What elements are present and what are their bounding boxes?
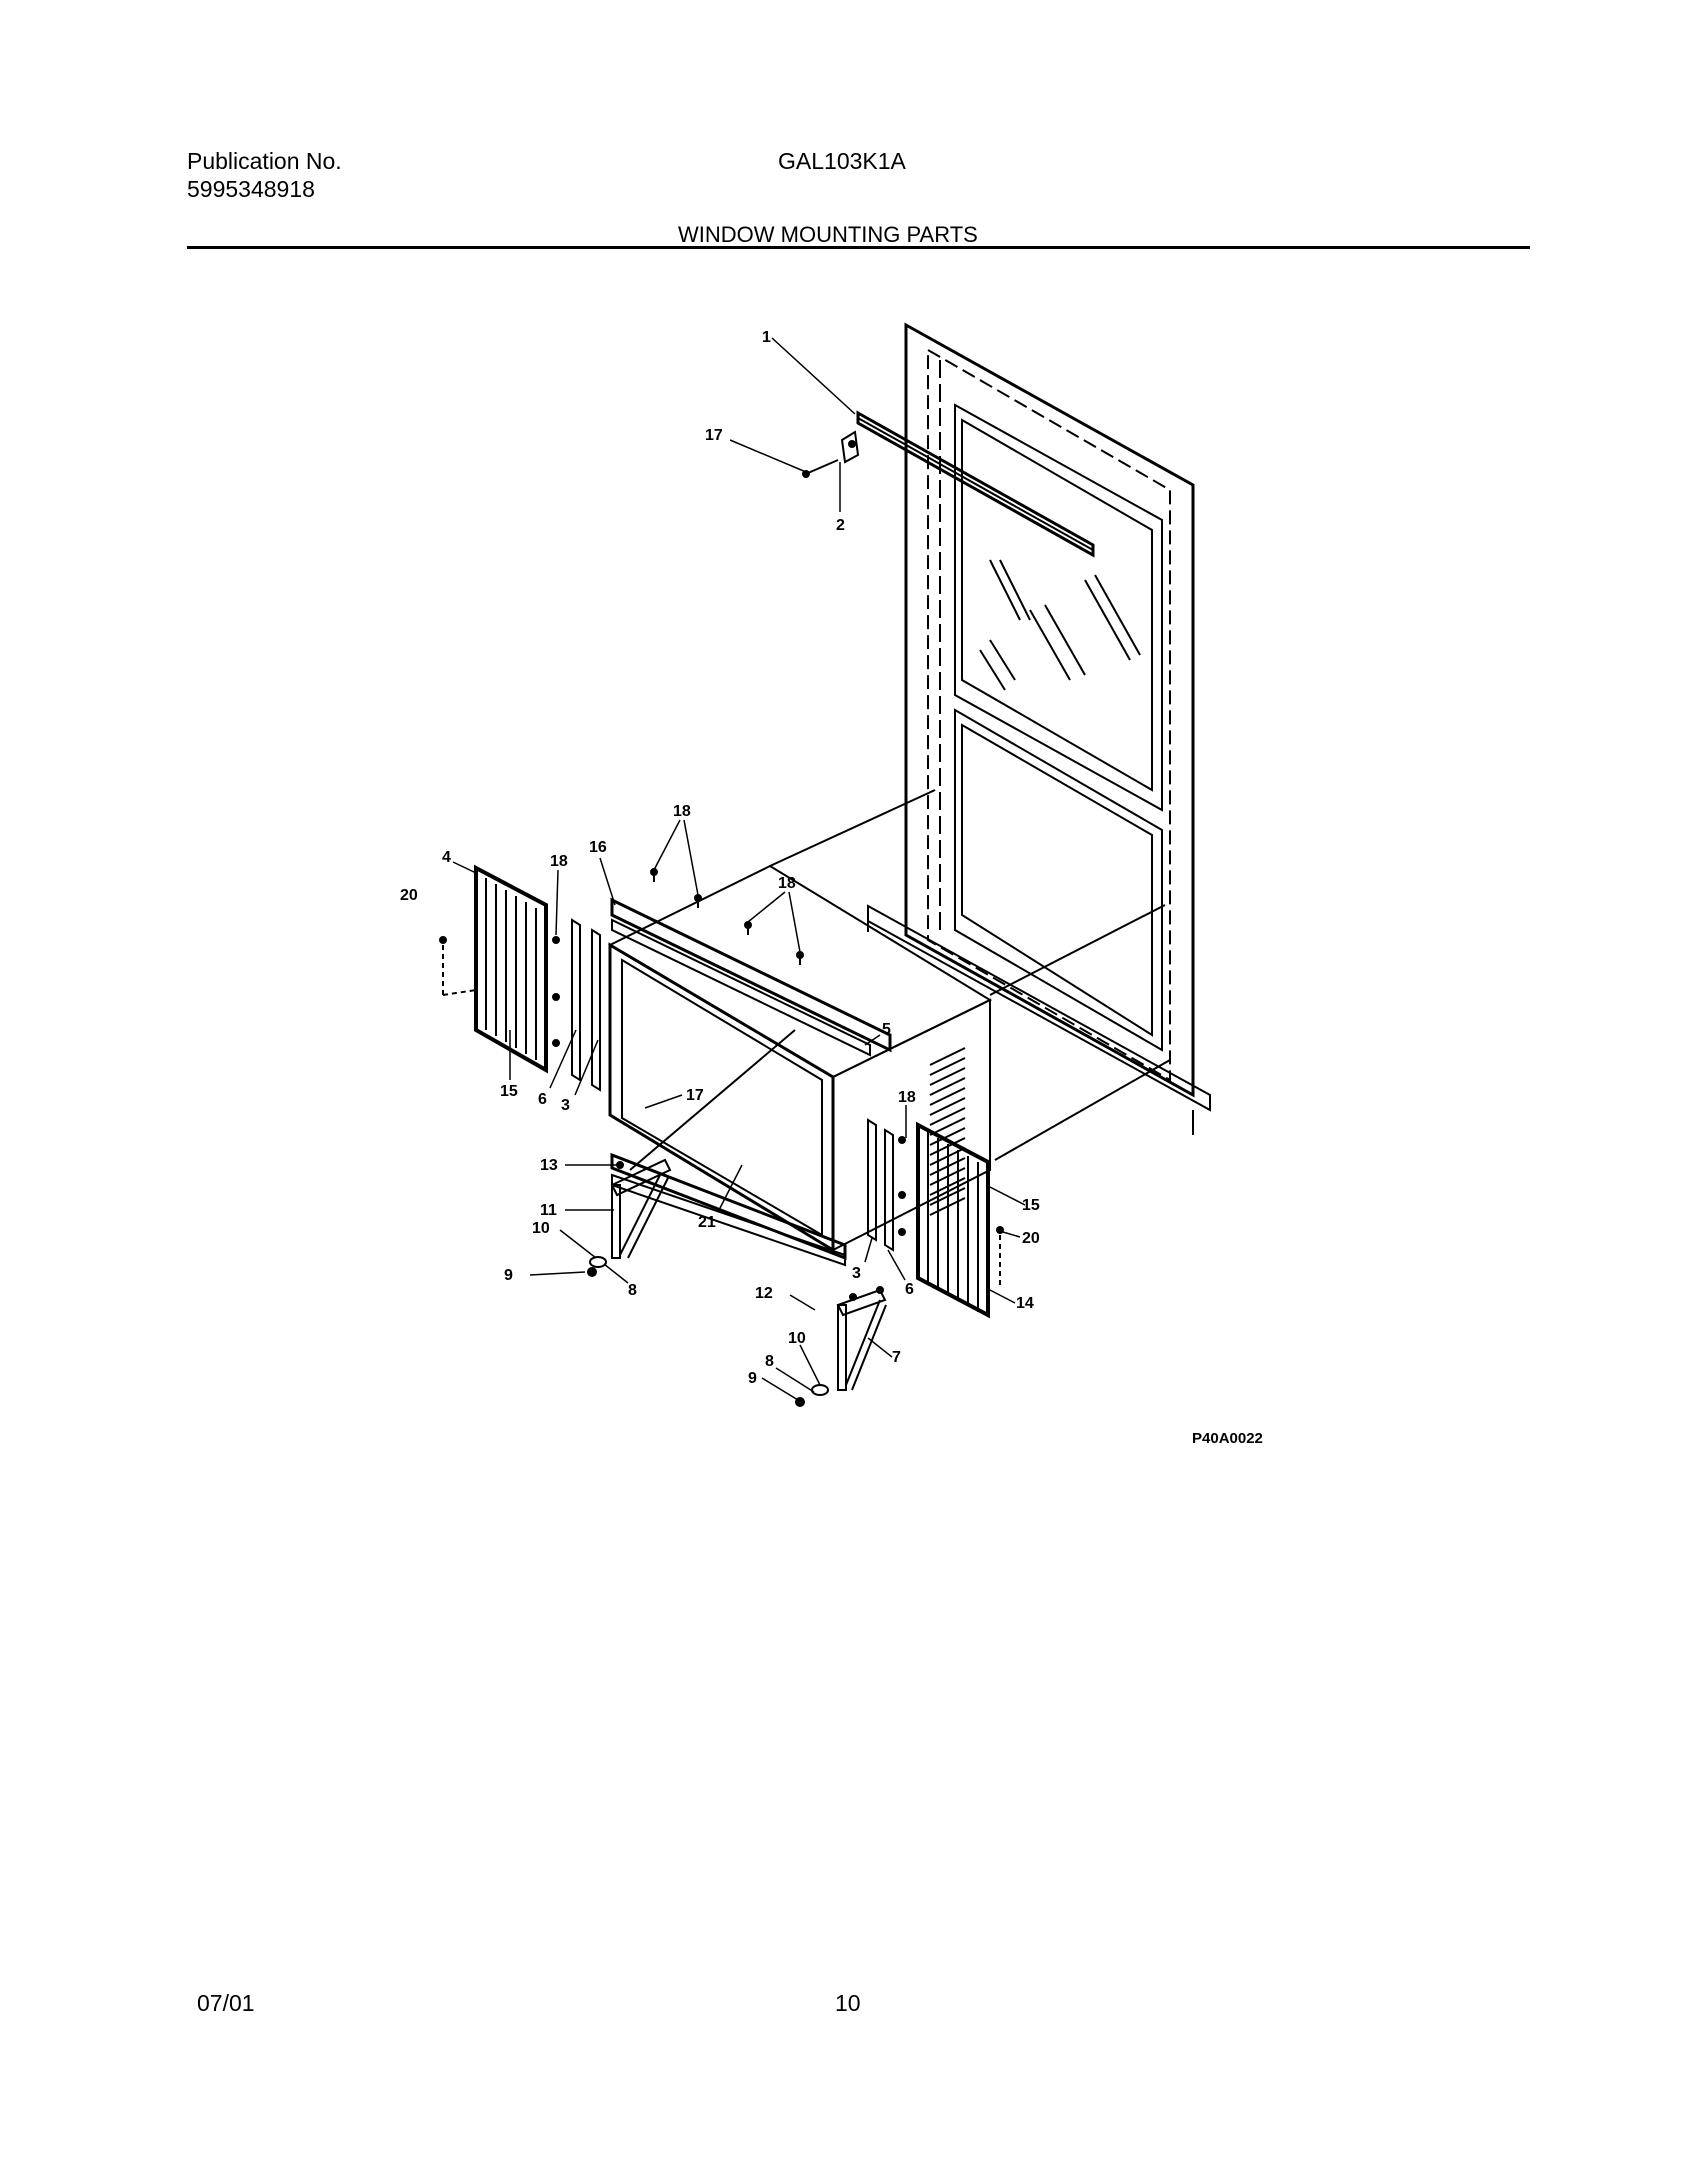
callout-1: 1 [762, 329, 771, 346]
bottom-rail [610, 1152, 847, 1267]
callout-16: 16 [589, 839, 607, 856]
cabinet [607, 864, 993, 1253]
callout-7: 7 [892, 1349, 901, 1366]
callout-5: 5 [882, 1021, 891, 1038]
right-curtain-panel [916, 1121, 1004, 1319]
callout-18: 18 [898, 1089, 916, 1106]
callout-18: 18 [778, 875, 796, 892]
callout-3: 3 [561, 1097, 570, 1114]
callout-6: 6 [538, 1091, 547, 1108]
callout-10: 10 [788, 1330, 806, 1347]
leader-lines [452, 337, 1026, 1401]
right-seal-strips [867, 1118, 906, 1252]
callout-12: 12 [755, 1285, 773, 1302]
callout-6: 6 [905, 1281, 914, 1298]
callout-17: 17 [686, 1087, 704, 1104]
callout-11: 11 [540, 1202, 557, 1219]
callout-labels: 1 17 2 18 18 16 18 4 20 5 15 6 3 17 18 1… [400, 329, 1263, 1447]
publication-label: Publication No. [187, 148, 342, 174]
header-rule [187, 246, 1530, 249]
loose-screws [650, 868, 804, 965]
window-frame [769, 322, 1211, 1161]
callout-21: 21 [698, 1214, 716, 1231]
model-number: GAL103K1A [778, 148, 906, 174]
callout-10: 10 [532, 1220, 550, 1237]
footer-date: 07/01 [197, 1990, 255, 2016]
callout-13: 13 [540, 1157, 558, 1174]
section-title: WINDOW MOUNTING PARTS [678, 222, 978, 247]
figure-code: P40A0022 [1192, 1430, 1263, 1447]
callout-9: 9 [748, 1370, 757, 1387]
right-support-bracket [795, 1286, 887, 1407]
callout-2: 2 [836, 517, 845, 534]
callout-15: 15 [500, 1083, 518, 1100]
callout-20: 20 [400, 887, 418, 904]
top-rail [802, 410, 1095, 558]
callout-20: 20 [1022, 1230, 1040, 1247]
page-number: 10 [835, 1990, 861, 2016]
callout-8: 8 [765, 1353, 774, 1370]
left-seal-strips [552, 918, 601, 1092]
callout-8: 8 [628, 1282, 637, 1299]
callout-18: 18 [550, 853, 568, 870]
left-support-bracket [587, 1158, 672, 1277]
callout-4: 4 [442, 849, 451, 866]
callout-14: 14 [1016, 1295, 1034, 1312]
left-curtain-panel [439, 864, 548, 1074]
callout-17: 17 [705, 427, 723, 444]
callout-15: 15 [1022, 1197, 1040, 1214]
top-channel [610, 897, 892, 1057]
callout-9: 9 [504, 1267, 513, 1284]
callout-3: 3 [852, 1265, 861, 1282]
callout-18: 18 [673, 803, 691, 820]
publication-number: 5995348918 [187, 176, 315, 202]
